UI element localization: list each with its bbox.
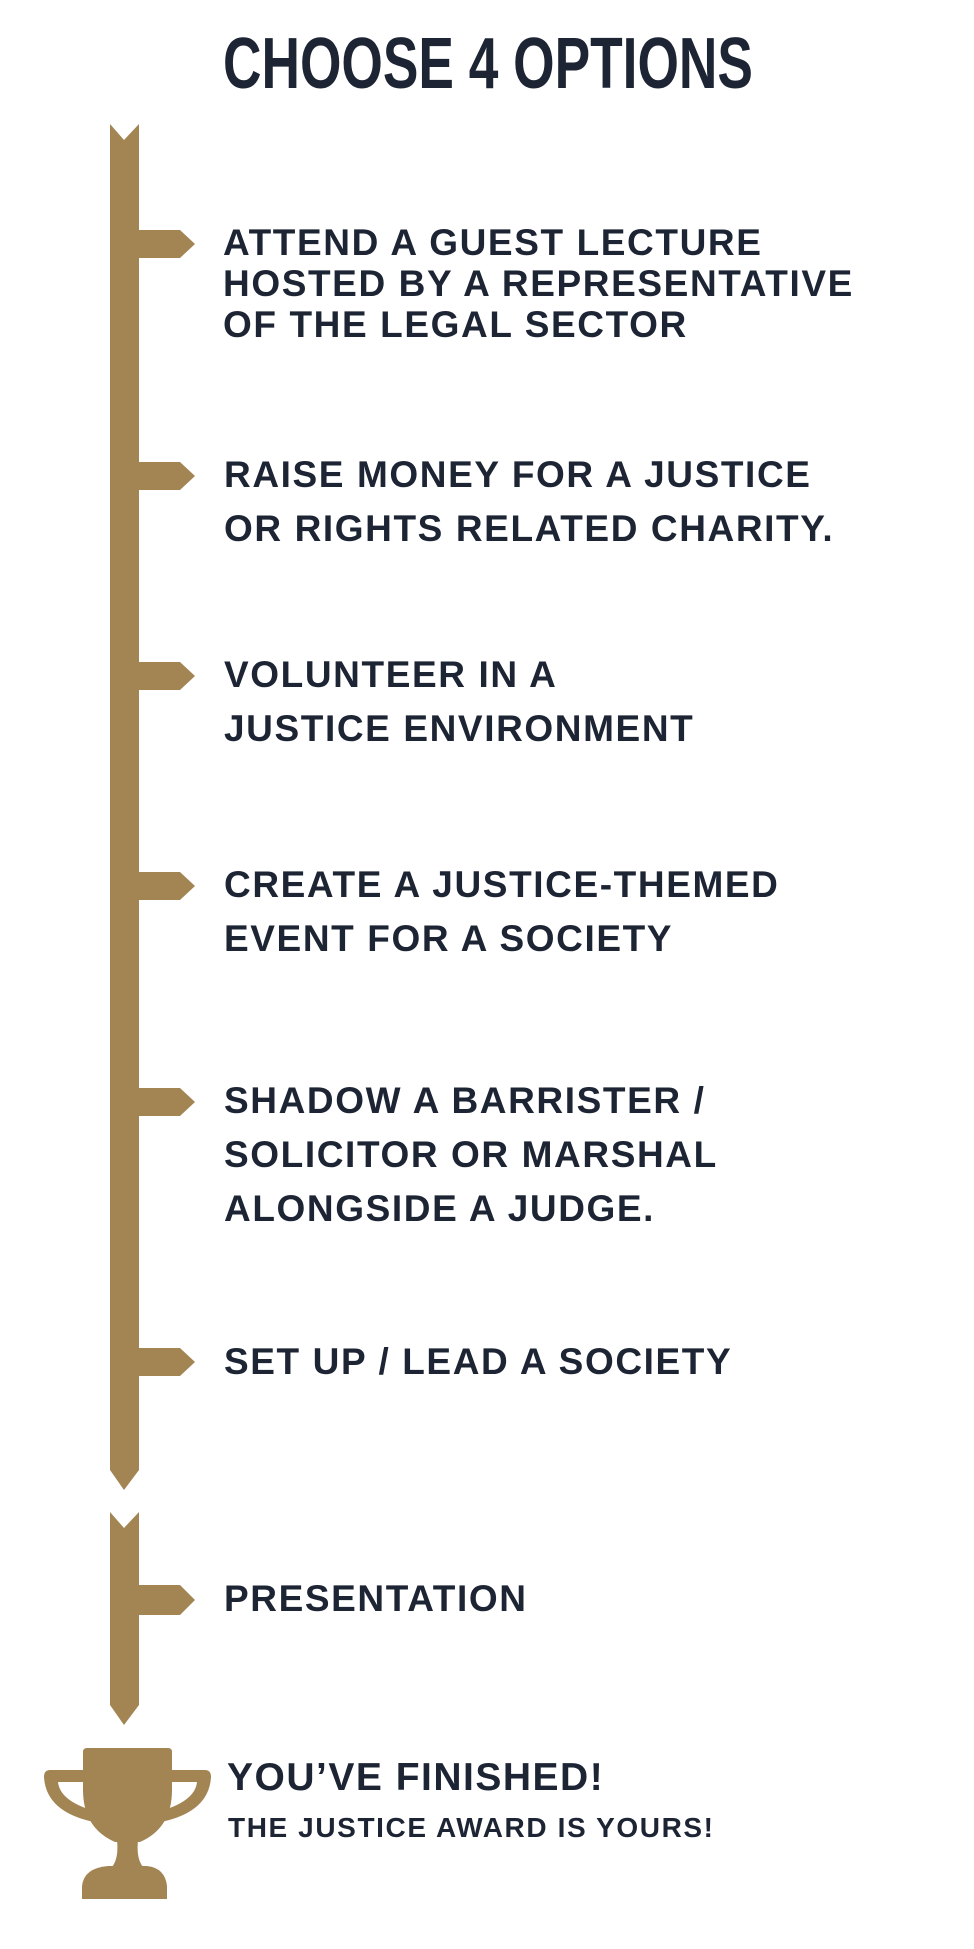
timeline-branch-3: [139, 662, 195, 690]
option-raise-money: RAISE MONEY FOR A JUSTICE OR RIGHTS RELA…: [224, 454, 835, 549]
option-volunteer: VOLUNTEER IN A JUSTICE ENVIRONMENT: [224, 654, 695, 749]
finish-subtitle: THE JUSTICE AWARD IS YOURS!: [228, 1812, 715, 1843]
timeline-branch-1: [139, 230, 195, 258]
option-shadow: SHADOW A BARRISTER / SOLICITOR OR MARSHA…: [224, 1080, 718, 1229]
timeline-bar-main: [110, 124, 139, 1490]
timeline-branch-4: [139, 872, 195, 900]
timeline-branch-7: [139, 1585, 195, 1615]
timeline-branch-5: [139, 1088, 195, 1116]
final-step-presentation: PRESENTATION: [224, 1578, 528, 1619]
option-society: SET UP / LEAD A SOCIETY: [224, 1341, 733, 1382]
trophy-icon: [44, 1748, 211, 1899]
finish-title: YOU’VE FINISHED!: [227, 1756, 605, 1799]
timeline-bar-final: [110, 1512, 139, 1725]
timeline-branch-2: [139, 462, 195, 490]
option-guest-lecture: ATTEND A GUEST LECTURE HOSTED BY A REPRE…: [223, 222, 854, 345]
option-justice-event: CREATE A JUSTICE-THEMED EVENT FOR A SOCI…: [224, 864, 780, 959]
page-title: CHOOSE 4 OPTIONS: [223, 24, 753, 104]
timeline-branch-6: [139, 1348, 195, 1376]
